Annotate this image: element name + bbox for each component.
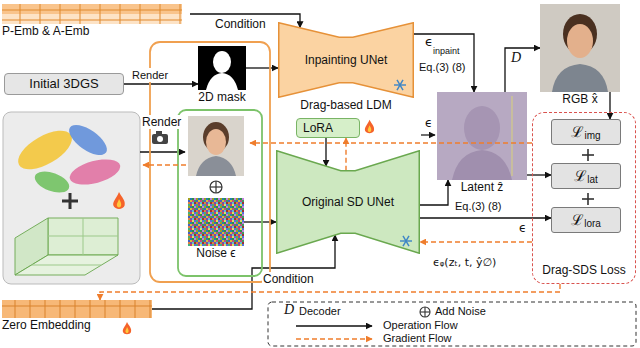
snowflake-icon	[403, 236, 409, 246]
flow-arrow	[325, 138, 326, 166]
edge-label: Condition	[214, 17, 267, 31]
snowflake-icon	[397, 80, 403, 90]
loss-box: ℒimg	[551, 119, 621, 145]
flow-arrow	[414, 34, 474, 92]
loss-subscript: img	[584, 130, 600, 142]
loss-group: Drag-SDS Lossℒimgℒlatℒlora	[532, 112, 636, 284]
caption: P-Emb & A-Emb	[2, 24, 89, 38]
loss-subscript: lora	[584, 218, 601, 230]
unet-label-area: Inpainting UNet	[278, 22, 414, 98]
flow-arrow	[505, 48, 540, 92]
caption: Noise ϵ	[196, 246, 235, 260]
annotation-label: ϵ	[518, 221, 527, 235]
gradient-arrow	[100, 284, 560, 300]
legend-text: Decoder	[298, 305, 342, 318]
loss-box: ℒlora	[551, 207, 621, 233]
image-node: Noise ϵ	[188, 198, 244, 246]
image-area	[2, 300, 3, 318]
flow-arrow	[420, 180, 448, 205]
edge-label: D	[510, 51, 522, 65]
annotation-label: ϵ	[424, 116, 433, 130]
image-area	[2, 4, 3, 24]
lora-box: LoRA	[296, 118, 360, 138]
unet-body	[277, 151, 420, 254]
flow-arrow	[244, 221, 276, 222]
edge-label: Eq.(3) (8)	[418, 60, 466, 74]
image-area	[222, 46, 223, 90]
edge-label: Condition	[262, 272, 315, 286]
embedding-strip: Zero Embedding	[2, 300, 152, 318]
image-node: Latent ẑ	[437, 92, 527, 180]
unet-shape: Original SD UNet	[276, 150, 420, 254]
flow-arrow	[609, 92, 610, 119]
box-label: LoRA	[303, 121, 333, 135]
group-title: Drag-SDS Loss	[542, 263, 625, 277]
image-node: 2D mask	[198, 46, 246, 90]
annotation-label: Render	[141, 115, 182, 129]
image-area	[216, 198, 217, 246]
snowflake-icon	[403, 236, 409, 246]
edge-label: Render	[131, 68, 169, 82]
caption: Zero Embedding	[2, 318, 91, 332]
legend-text: Operation Flow	[382, 319, 459, 332]
snowflake-icon	[397, 80, 403, 90]
unet-label: Inpainting UNet	[305, 53, 388, 67]
unet-label-area: Original SD UNet	[276, 150, 420, 254]
loss-symbol: ℒ	[571, 123, 584, 141]
flow-arrow	[124, 83, 198, 84]
unet-shape: Inpainting UNetDrag-based LDM	[278, 22, 414, 98]
unet-caption: Drag-based LDM	[300, 98, 391, 112]
caption: Latent ẑ	[461, 180, 504, 194]
image-node: RGB x̂	[540, 4, 620, 92]
process-box: Initial 3DGS	[4, 73, 124, 95]
annotation-label: inpaint	[432, 44, 461, 58]
flow-arrow	[246, 67, 278, 68]
loss-subscript: lat	[587, 174, 598, 186]
loss-symbol: ℒ	[574, 167, 587, 185]
annotation-label: D	[283, 303, 295, 317]
caption: RGB x̂	[562, 92, 597, 106]
caption: 2D mask	[198, 90, 245, 104]
loss-symbol: ℒ	[571, 211, 584, 229]
edge-label: ϵᵩ(zₜ, t, ŷ∅)	[432, 256, 497, 270]
embedding-strip: P-Emb & A-Emb	[2, 4, 190, 24]
flow-arrow	[527, 174, 551, 175]
gradient-arrow	[420, 241, 532, 242]
unet-label: Original SD UNet	[302, 195, 394, 209]
legend-text: Add Noise	[434, 305, 487, 318]
legend-text: Gradient Flow	[382, 332, 452, 345]
edge-label: Eq.(3) (8)	[454, 199, 502, 213]
image-area	[482, 92, 483, 180]
unet-body	[279, 23, 414, 98]
image-area	[580, 4, 581, 92]
box-label: Initial 3DGS	[29, 77, 98, 91]
loss-box: ℒlat	[551, 163, 621, 189]
